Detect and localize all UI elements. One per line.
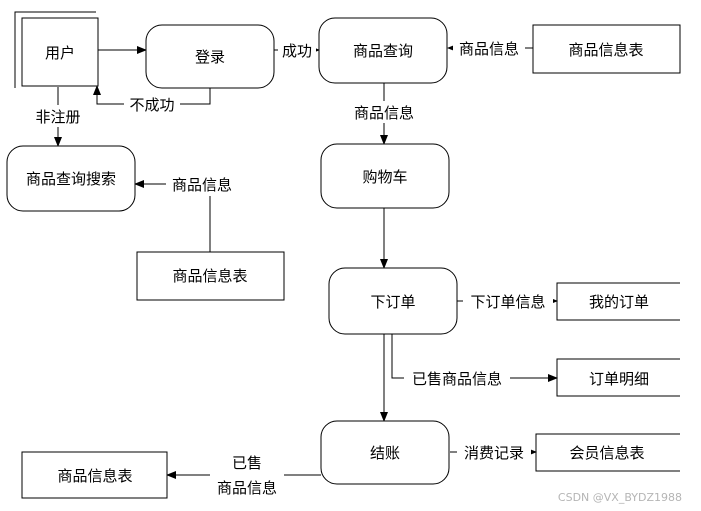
node-my-order: 我的订单 bbox=[556, 282, 680, 321]
node-product-query: 商品查询 bbox=[318, 17, 448, 84]
node-product-table-bottom-label: 商品信息表 bbox=[57, 467, 132, 485]
node-product-table-mid-label: 商品信息表 bbox=[172, 267, 247, 285]
label-sold-line2: 商品信息 bbox=[217, 479, 277, 497]
node-product-table-top-label: 商品信息表 bbox=[568, 41, 643, 59]
label-login-fail: 不成功 bbox=[129, 96, 174, 114]
node-my-order-label: 我的订单 bbox=[589, 293, 649, 311]
node-product-table-mid: 商品信息表 bbox=[136, 251, 285, 301]
label-not-registered: 非注册 bbox=[35, 108, 80, 126]
label-sold-product-info: 已售商品信息 bbox=[412, 370, 502, 388]
node-order-detail: 订单明细 bbox=[556, 358, 680, 397]
edge-labels: 不成功 非注册 成功 商品信息 商品信息 商品信息 下订单信息 已售商品信息 消… bbox=[30, 38, 553, 497]
node-order-label: 下订单 bbox=[370, 293, 415, 311]
label-sold-line1: 已售 bbox=[232, 454, 262, 472]
node-user: 用户 bbox=[14, 11, 99, 88]
label-consumption-record: 消费记录 bbox=[464, 444, 524, 462]
watermark: CSDN @VX_BYDZ1988 bbox=[558, 491, 682, 504]
node-login: 登录 bbox=[145, 24, 275, 89]
nodes: 用户 登录 商品查询 商品信息表 商品查询搜索 商品信息表 购物车 bbox=[6, 11, 681, 499]
label-order-info: 下订单信息 bbox=[470, 293, 545, 311]
node-search: 商品查询搜索 bbox=[6, 145, 136, 212]
label-success: 成功 bbox=[282, 42, 312, 60]
node-member-table-label: 会员信息表 bbox=[569, 444, 644, 462]
node-cart-label: 购物车 bbox=[362, 168, 407, 186]
node-product-table-bottom: 商品信息表 bbox=[21, 451, 168, 499]
label-product-info-1: 商品信息 bbox=[459, 40, 519, 58]
node-member-table: 会员信息表 bbox=[535, 433, 680, 472]
node-search-label: 商品查询搜索 bbox=[26, 170, 116, 188]
node-checkout: 结账 bbox=[320, 420, 450, 485]
node-cart: 购物车 bbox=[320, 143, 450, 209]
node-login-label: 登录 bbox=[195, 48, 225, 66]
node-product-table-top: 商品信息表 bbox=[532, 24, 681, 74]
node-order: 下订单 bbox=[328, 267, 458, 335]
label-product-info-3: 商品信息 bbox=[172, 176, 232, 194]
node-product-query-label: 商品查询 bbox=[353, 42, 413, 60]
node-checkout-label: 结账 bbox=[370, 444, 400, 462]
node-order-detail-label: 订单明细 bbox=[589, 370, 649, 388]
label-product-info-2: 商品信息 bbox=[354, 104, 414, 122]
node-user-label: 用户 bbox=[45, 44, 75, 62]
